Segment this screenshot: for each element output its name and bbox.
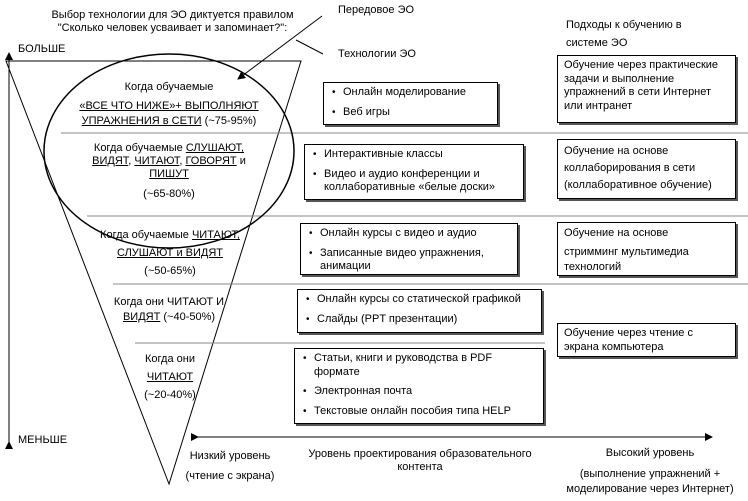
level-5-percent: (~20-40%): [144, 389, 196, 401]
tech-title: Технологии ЭО: [338, 48, 416, 60]
approach-box-4: Обучение через чтение с экрана компьютер…: [557, 323, 736, 357]
tech-box-2: Интерактивные классы Видео и аудио конфе…: [304, 144, 524, 200]
level-2-read: ЧИТАЮТ: [134, 155, 180, 167]
level-1-line-1: Когда обучаемые: [124, 81, 214, 93]
tech-item: Электронная почта: [303, 385, 537, 399]
level-1-line-3: УПРАЖНЕНИЯ в СЕТИ: [81, 115, 202, 127]
high-level-line-3: моделирование через Интернет): [566, 483, 734, 495]
level-1-percent: (~75-95%): [204, 115, 257, 127]
approach-title: Подходы к обучению в системе ЭО: [566, 16, 682, 52]
approach-text: стримминг мультимедиа технологий: [564, 246, 689, 273]
tech-box-4: Онлайн курсы со статической графикой Сла…: [297, 289, 542, 333]
level-2-text: Когда обучаемые СЛУШАЮТ, ВИДЯТ, ЧИТАЮТ, …: [70, 142, 268, 201]
rule-caption: Выбор технологии для ЭО диктуется правил…: [40, 9, 305, 35]
level-5-line-2: ЧИТАЮТ: [146, 371, 194, 383]
tech-item: Интерактивные классы: [313, 148, 517, 162]
level-2-line-1a: Когда обучаемые: [93, 142, 186, 154]
level-3-percent: (~50-65%): [144, 265, 196, 277]
pointer-arrow: [237, 15, 323, 80]
advanced-circle: [43, 53, 295, 249]
axis-more-label: БОЛЬШЕ: [18, 43, 66, 55]
level-2-sep: ,: [179, 155, 186, 167]
tech-item: Записанные видео упражнения, анимации: [309, 247, 511, 274]
level-3-line-1b: ЧИТАЮТ,: [191, 229, 240, 241]
tech-item: Веб игры: [332, 106, 491, 120]
approach-text: Обучение на основе: [564, 145, 669, 157]
advanced-label: Передовое ЭО: [338, 4, 415, 16]
level-1-line-2: «ВСЕ ЧТО НИЖЕ»+ ВЫПОЛНЯЮТ: [79, 100, 259, 112]
rule-line-1: Выбор технологии для ЭО диктуется правил…: [51, 9, 294, 21]
level-3-line-2: СЛУШАЮТ и ВИДЯТ: [116, 247, 224, 259]
level-2-percent: (~65-80%): [143, 188, 195, 200]
tech-item: Видео и аудио конференции и коллаборатив…: [313, 168, 517, 195]
funnel-triangle: [5, 60, 302, 486]
level-2-line-1b: СЛУШАЮТ,: [185, 142, 245, 154]
tech-item: Слайды (PPT презентации): [306, 313, 535, 327]
low-level-line-2: (чтение с экрана): [185, 470, 275, 482]
tech-title-line: [295, 39, 324, 55]
approach-text: (коллаборативное обучение): [564, 179, 712, 191]
level-4-line-1: Когда они ЧИТАЮТ И: [113, 296, 225, 308]
level-2-write: ПИШУТ: [149, 168, 189, 180]
tech-item: Онлайн курсы с видео и аудио: [309, 227, 511, 241]
tech-item: Онлайн моделирование: [332, 86, 491, 100]
level-4-text: Когда они ЧИТАЮТ И ВИДЯТ (~40-50%): [84, 295, 254, 325]
low-level-label: Низкий уровень (чтение с экрана): [180, 446, 280, 486]
low-level-line-1: Низкий уровень: [189, 450, 271, 462]
approach-box-2: Обучение на основе коллаборирования в се…: [557, 139, 736, 199]
level-5-text: Когда они ЧИТАЮТ (~20-40%): [110, 350, 230, 404]
approach-box-3: Обучение на основе стримминг мультимедиа…: [557, 222, 736, 276]
approach-title-line-1: Подходы к обучению в: [566, 19, 682, 31]
tech-box-3: Онлайн курсы с видео и аудио Записанные …: [300, 223, 518, 275]
tech-box-5: Статьи, книги и руководства в PDF формат…: [294, 348, 544, 424]
level-4-line-2: ВИДЯТ: [122, 311, 161, 323]
approach-text: Обучение через практические задачи и вып…: [564, 59, 719, 112]
tech-box-1: Онлайн моделирование Веб игры: [323, 82, 498, 125]
approach-text: Обучение на основе: [564, 227, 669, 239]
level-2-speak: ГОВОРЯТ: [185, 155, 237, 167]
level-2-see: ВИДЯТ: [92, 155, 129, 167]
level-3-text: Когда обучаемые ЧИТАЮТ, СЛУШАЮТ и ВИДЯТ …: [75, 226, 265, 280]
level-3-line-1a: Когда обучаемые: [100, 229, 192, 241]
level-2-and: и: [236, 155, 246, 167]
level-4-percent: (~40-50%): [160, 311, 216, 323]
approach-box-1: Обучение через практические задачи и вып…: [557, 55, 736, 123]
level-5-line-1: Когда они: [145, 353, 195, 365]
tech-item: Онлайн курсы со статической графикой: [306, 293, 535, 307]
axis-less-label: МЕНЬШЕ: [18, 434, 68, 446]
level-1-text: Когда обучаемые «ВСЕ ЧТО НИЖЕ»+ ВЫПОЛНЯЮ…: [74, 80, 264, 129]
high-level-label: Высокий уровень (выполнение упражнений +…: [560, 446, 740, 497]
design-level-label: Уровень проектирования образовательного …: [308, 448, 532, 473]
rule-line-2: "Сколько человек усваивает и запоминает?…: [57, 22, 288, 34]
tech-item: Статьи, книги и руководства в PDF формат…: [303, 352, 537, 379]
approach-text: Обучение через чтение с экрана компьютер…: [564, 327, 693, 353]
approach-text: коллаборирования в сети: [564, 162, 696, 174]
high-level-line-2: (выполнение упражнений +: [579, 468, 721, 480]
level-2-sep: ,: [128, 155, 135, 167]
tech-item: Текстовые онлайн пособия типа HELP: [303, 405, 537, 419]
high-level-line-1: Высокий уровень: [605, 447, 695, 459]
approach-title-line-2: системе ЭО: [566, 37, 628, 49]
